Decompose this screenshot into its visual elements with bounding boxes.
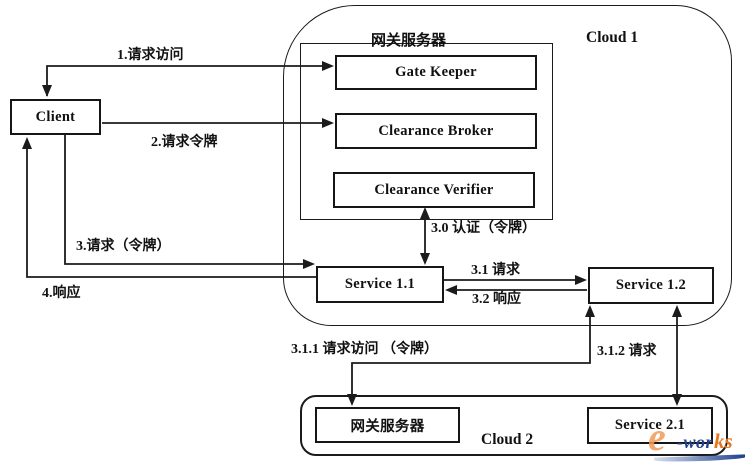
service-1-2-label: Service 1.2 — [615, 277, 687, 293]
cloud2-label: Cloud 2 — [481, 431, 534, 448]
edge-30-authenticate-line — [420, 207, 430, 265]
clearance-broker-node: Clearance Broker — [335, 113, 537, 149]
edge-311-request-access-token-line — [347, 305, 595, 406]
cloud2-gateway-label: 网关服务器 — [350, 418, 425, 435]
clearance-verifier-label: Clearance Verifier — [374, 181, 494, 198]
edge-31-request-line — [444, 275, 587, 285]
edge-312-label: 3.1.2 请求 — [597, 344, 657, 359]
gate-keeper-label: Gate Keeper — [395, 64, 477, 80]
clearance-verifier-node: Clearance Verifier — [333, 172, 535, 208]
edge-30-label: 3.0 认证（令牌） — [431, 221, 536, 236]
edge-2-request-token-line — [102, 118, 334, 128]
edge-3-request-line — [64, 135, 315, 269]
edge-3-label: 3.请求（令牌） — [76, 239, 171, 254]
edge-32-response-line — [445, 285, 587, 295]
eworks-text-ks: ks — [714, 429, 733, 453]
edge-312-request-line — [672, 305, 682, 406]
eworks-logo-icon: e — [648, 414, 666, 459]
cloud1-boundary — [283, 5, 732, 326]
edge-32-label: 3.2 响应 — [472, 292, 521, 307]
gateway-server-container — [300, 43, 553, 220]
gateway-server-title: 网关服务器 — [371, 33, 447, 49]
cloud2-boundary — [300, 395, 728, 456]
edge-1-label: 1.请求访问 — [117, 48, 184, 63]
service-2-1-label: Service 2.1 — [614, 417, 686, 433]
cloud1-label: Cloud 1 — [586, 29, 639, 46]
service-1-1-label: Service 1.1 — [344, 276, 416, 292]
edge-1-request-access-line — [42, 61, 334, 97]
client-node: Client — [10, 99, 101, 135]
edge-4-response-line — [22, 137, 316, 278]
service-2-1-node: Service 2.1 — [587, 407, 713, 444]
eworks-swoosh-underline — [653, 454, 745, 463]
service-1-2-node: Service 1.2 — [588, 267, 714, 304]
eworks-text-wor: -wor — [677, 432, 714, 452]
clearance-broker-label: Clearance Broker — [378, 122, 494, 139]
gate-keeper-node: Gate Keeper — [335, 55, 537, 90]
edge-4-label: 4.响应 — [42, 286, 81, 301]
edge-2-label: 2.请求令牌 — [151, 135, 218, 150]
cloud2-gateway-node: 网关服务器 — [315, 407, 460, 443]
client-label: Client — [35, 108, 76, 125]
eworks-watermark: e -wor ks — [648, 417, 745, 469]
edge-311-label: 3.1.1 请求访问 （令牌） — [291, 342, 438, 357]
service-1-1-node: Service 1.1 — [316, 266, 444, 303]
edge-31-label: 3.1 请求 — [471, 263, 520, 278]
